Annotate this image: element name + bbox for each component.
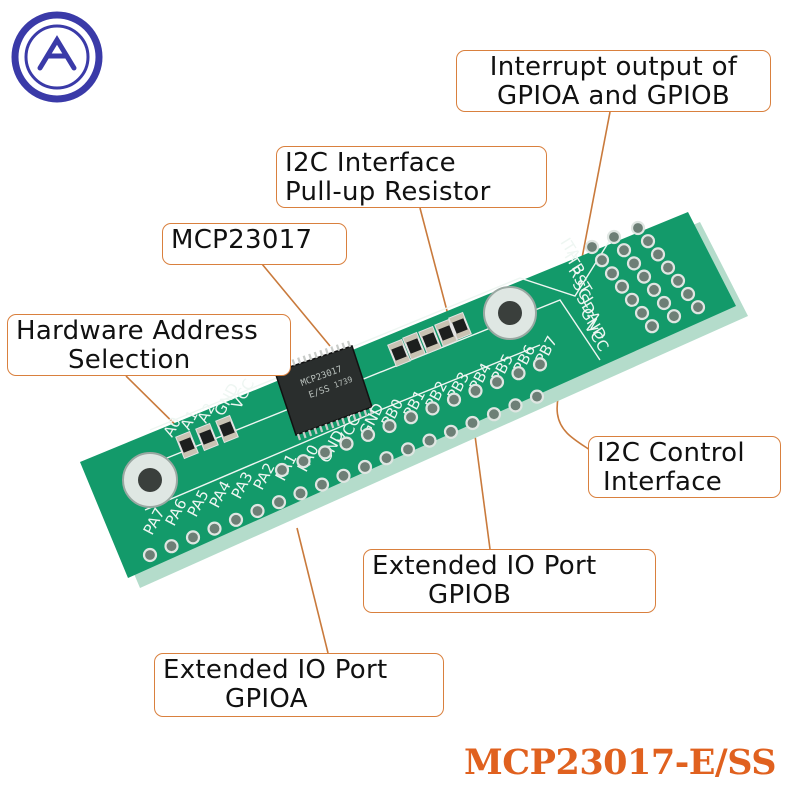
header-pin: [690, 300, 706, 315]
callout-i2c-pullup-line1: I2C Interface: [285, 148, 456, 178]
mounting-hole-right: [483, 286, 537, 340]
header-pin: [339, 436, 354, 451]
header-pin: [489, 374, 505, 390]
header-pin: [293, 486, 308, 501]
leader-line-interrupt: [581, 111, 611, 259]
header-pin: [228, 512, 244, 527]
callout-gpiob: Extended IO Port GPIOB: [363, 549, 656, 613]
header-pin: [465, 415, 480, 431]
callout-hardware-address-line2: Selection: [68, 345, 191, 375]
pcb-body: [80, 212, 736, 578]
header-pin: [185, 530, 201, 545]
callout-hardware-address: Hardware Address Selection: [7, 314, 291, 376]
header-pin: [532, 357, 548, 372]
header-pin: [443, 424, 459, 439]
header-pin: [646, 282, 662, 297]
header-pin: [446, 392, 462, 407]
smd-component: [387, 338, 411, 368]
brand-logo-icon: [11, 11, 103, 103]
header-pin: [425, 401, 440, 416]
leader-lines: [125, 111, 611, 654]
header-pin: [626, 256, 642, 271]
callout-i2c-control: I2C Control Interface: [588, 436, 781, 498]
callout-interrupt-line1: Interrupt output of: [489, 52, 738, 82]
smd-component: [175, 430, 199, 460]
smd-component: [434, 318, 458, 348]
callout-mcp23017-line1: MCP23017: [171, 225, 313, 255]
header-pin: [656, 295, 672, 311]
header-pin: [207, 521, 222, 536]
header-pin: [468, 383, 483, 398]
callout-gpioa-line2: GPIOA: [225, 684, 308, 714]
product-title: MCP23017-E/SS: [464, 742, 776, 783]
smd-component: [402, 331, 426, 361]
header-pin: [250, 503, 265, 519]
header-pin: [584, 239, 600, 255]
header-pin: [296, 454, 311, 469]
header-pin: [666, 309, 682, 324]
header-pin: [360, 427, 376, 442]
callout-i2c-pullup: I2C Interface Pull-up Resistor: [276, 146, 547, 208]
header-pin: [336, 468, 351, 483]
header-pin: [634, 305, 650, 321]
callout-mcp23017: MCP23017: [162, 223, 347, 265]
callout-i2c-pullup-line2: Pull-up Resistor: [285, 177, 491, 207]
header-pin: [614, 279, 630, 294]
leader-line-i2c-pullup: [419, 207, 453, 331]
header-pin: [403, 410, 419, 425]
header-pin: [422, 433, 437, 448]
silk-outline-3: [144, 344, 541, 511]
callout-interrupt-line2: GPIOA and GPIOB: [496, 81, 731, 111]
smd-component: [448, 311, 472, 341]
header-pin: [379, 451, 394, 466]
header-pin: [511, 366, 526, 381]
header-pin: [317, 445, 333, 460]
leader-line-gpioa: [296, 527, 329, 654]
header-pin: [382, 418, 397, 434]
header-pin: [606, 229, 622, 245]
callout-gpioa-line1: Extended IO Port: [163, 655, 388, 685]
mounting-hole-left: [122, 452, 178, 508]
header-pin: [400, 442, 416, 457]
header-pin: [164, 539, 179, 554]
smd-components: [175, 311, 472, 460]
mcp23017-chip: MCP23017 E/SS 1739: [274, 340, 374, 441]
leader-line-gpiob: [473, 427, 491, 550]
header-pins: [142, 220, 706, 563]
smd-component: [195, 422, 219, 452]
callout-hardware-address-line1: Hardware Address: [16, 316, 259, 346]
callout-gpioa: Extended IO Port GPIOA: [154, 653, 444, 717]
header-pin: [314, 477, 330, 492]
header-pin: [650, 247, 666, 262]
header-pin: [271, 495, 287, 510]
header-pin: [486, 407, 502, 422]
callout-i2c-control-line1: I2C Control: [597, 438, 745, 468]
smd-component: [215, 414, 239, 444]
callout-i2c-control-line2: Interface: [603, 467, 723, 497]
header-pin: [357, 459, 373, 475]
header-pin: [529, 389, 545, 404]
callout-interrupt-output: Interrupt output of GPIOA and GPIOB: [456, 50, 771, 112]
header-pin: [274, 462, 290, 478]
header-pin: [660, 260, 676, 275]
header-pin: [624, 292, 640, 307]
header-pin: [680, 286, 696, 302]
header-pin: [508, 398, 523, 413]
smd-component: [418, 325, 442, 355]
header-pin: [604, 266, 620, 281]
callout-gpiob-line1: Extended IO Port: [372, 551, 597, 581]
header-pin: [142, 547, 158, 563]
header-pin: [630, 220, 646, 236]
callout-gpiob-line2: GPIOB: [428, 580, 512, 610]
leader-line-mcp23017: [261, 263, 331, 347]
header-pin: [594, 253, 610, 268]
header-pin: [636, 269, 652, 284]
header-pin: [640, 234, 656, 249]
header-pin: [644, 319, 660, 334]
header-pin: [616, 243, 632, 258]
header-pin: [670, 273, 686, 288]
